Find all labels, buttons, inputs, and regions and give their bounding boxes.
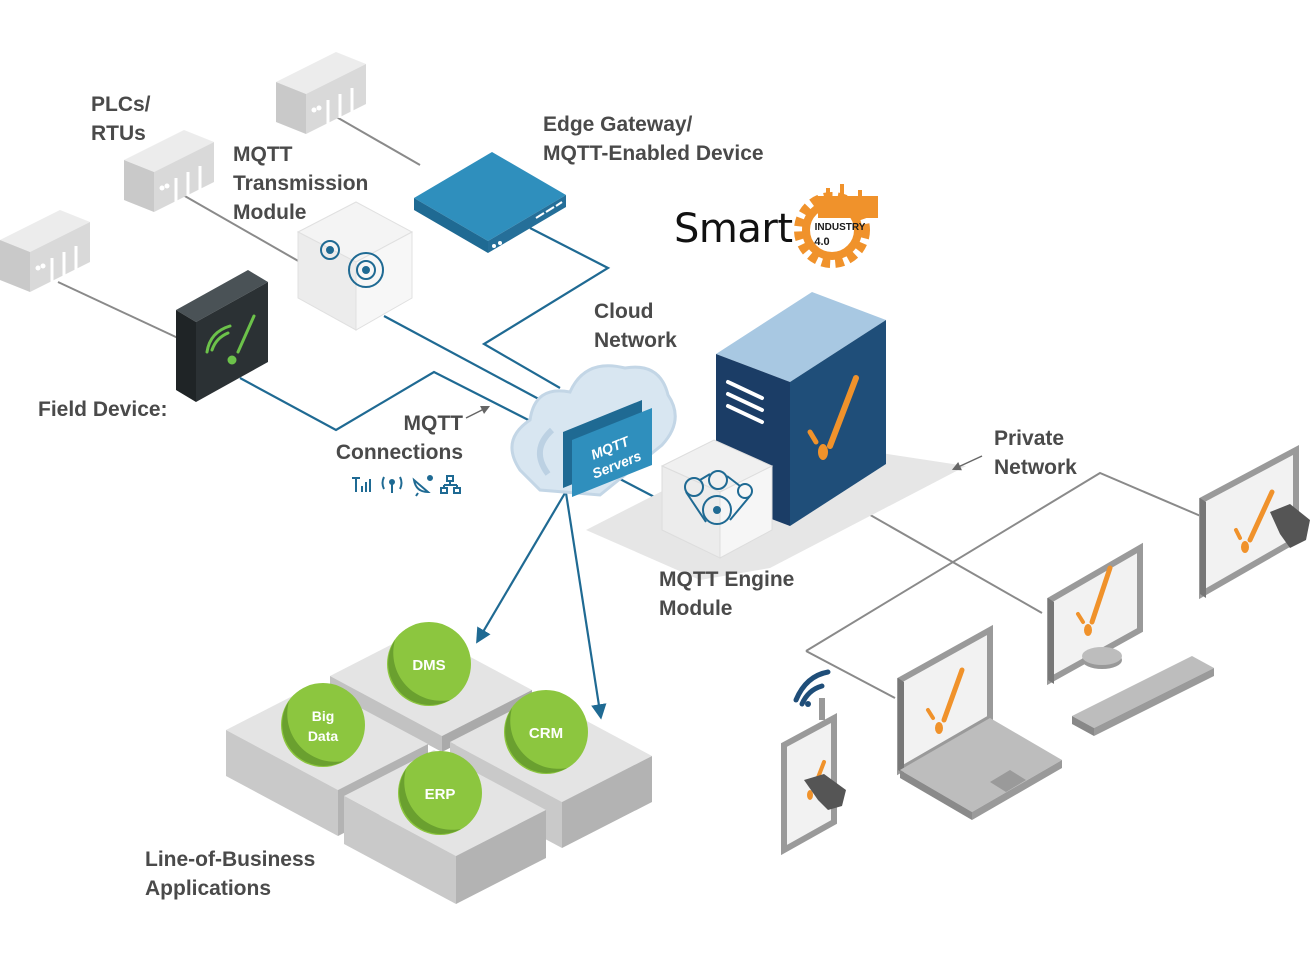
app-label-big-data: Big xyxy=(312,708,335,724)
label-line: MQTT Engine xyxy=(659,568,795,591)
laptop-client xyxy=(897,624,1062,820)
cellular-signal-icon xyxy=(352,477,371,492)
radio-antenna-icon xyxy=(381,476,403,493)
alert-logo-icon xyxy=(807,375,859,460)
mqtt-transmission-module xyxy=(296,201,414,331)
app-big-data: Big Data xyxy=(281,683,365,767)
app-label-big-data-2: Data xyxy=(308,728,339,744)
cloud-network: MQTT Servers xyxy=(510,364,677,497)
label-line: Connections xyxy=(335,441,463,464)
gear-icon xyxy=(794,184,878,268)
satellite-dish-icon xyxy=(412,475,433,497)
edge-gateway-device xyxy=(414,152,566,253)
connection-icons xyxy=(352,475,461,497)
label-line: Cloud xyxy=(594,300,654,323)
pulley-belt-icon xyxy=(684,470,753,525)
logo-badge-line1: INDUSTRY xyxy=(815,222,866,233)
app-label-crm: CRM xyxy=(529,725,563,742)
desktop-client xyxy=(1047,542,1214,736)
ignition-server xyxy=(716,292,886,526)
label-line: Edge Gateway/ xyxy=(543,113,693,136)
mqtt-engine-module xyxy=(660,439,774,559)
mqtt-connections-pointer xyxy=(465,405,491,419)
app-erp: ERP xyxy=(398,751,482,835)
private-network-bus xyxy=(805,471,1211,652)
label-line: Field Device: xyxy=(38,398,168,421)
label-line: Transmission xyxy=(233,172,369,195)
mqtt-connections-label: MQTT Connections xyxy=(328,409,463,467)
label-line: Network xyxy=(594,329,677,352)
smart-industry-logo: INDUSTRY 4.0 xyxy=(794,184,878,268)
mobile-client xyxy=(781,669,846,856)
edge-gateway-label: Edge Gateway/ MQTT-Enabled Device xyxy=(543,110,764,168)
field-device-label: Field Device: xyxy=(38,395,168,424)
wireless-alert-icon xyxy=(205,314,256,365)
label-line: Private xyxy=(994,427,1065,450)
private-network-label: Private Network xyxy=(994,424,1077,482)
plc-device xyxy=(124,130,214,212)
plc-device xyxy=(276,52,366,134)
mqtt-transmission-label: MQTT Transmission Module xyxy=(233,140,368,227)
plcs-rtus-label: PLCs/ RTUs xyxy=(91,90,151,148)
label-line: Applications xyxy=(145,877,272,900)
plc-mid-to-transmission-link xyxy=(182,194,301,263)
plc-top-to-gateway-link xyxy=(332,114,421,166)
hand-pointer-icon xyxy=(804,774,846,810)
logo-badge-line2: 4.0 xyxy=(814,236,829,248)
cloud-to-dms-arrow xyxy=(476,492,566,644)
smart-logo-word: Smart xyxy=(674,206,793,252)
label-line: MQTT-Enabled Device xyxy=(543,142,764,165)
line-of-business-label: Line-of-Business Applications xyxy=(145,845,315,903)
touch-panel-client xyxy=(1199,445,1310,600)
plc-links xyxy=(57,114,421,339)
plc-left-to-field-device-link xyxy=(57,281,179,339)
app-crm: CRM xyxy=(504,690,588,774)
label-line: MQTT xyxy=(403,412,463,435)
label-line: PLCs/ xyxy=(91,93,151,116)
app-label-dms: DMS xyxy=(412,657,445,674)
label-line: Module xyxy=(233,201,307,224)
bus-to-laptop-link xyxy=(805,650,896,699)
app-label-erp: ERP xyxy=(425,786,456,803)
keyboard xyxy=(1072,656,1214,736)
private-network-pointer xyxy=(951,455,983,471)
cloud-network-label: Cloud Network xyxy=(594,297,677,355)
cloud-to-crm-arrow xyxy=(564,492,607,720)
big-data-word-2: Data xyxy=(308,728,339,744)
hand-pointer-icon xyxy=(1270,504,1310,548)
mqtt-servers-panel xyxy=(572,408,652,497)
plc-device xyxy=(0,210,90,292)
app-dms: DMS xyxy=(387,622,471,706)
label-line: MQTT xyxy=(233,143,293,166)
label-line: Network xyxy=(994,456,1077,479)
gateway-to-cloud-link xyxy=(481,227,611,389)
big-data-word-1: Big xyxy=(312,708,335,724)
field-device xyxy=(176,270,268,402)
network-topology-icon xyxy=(440,475,461,494)
gears-icon xyxy=(320,240,384,288)
field-device-to-cloud-link xyxy=(239,370,549,432)
label-line: RTUs xyxy=(91,122,146,145)
label-line: Module xyxy=(659,597,733,620)
label-line: Line-of-Business xyxy=(145,848,316,871)
transmission-to-cloud-link xyxy=(383,315,549,405)
mqtt-engine-label: MQTT Engine Module xyxy=(659,565,794,623)
wifi-icon xyxy=(793,669,831,707)
